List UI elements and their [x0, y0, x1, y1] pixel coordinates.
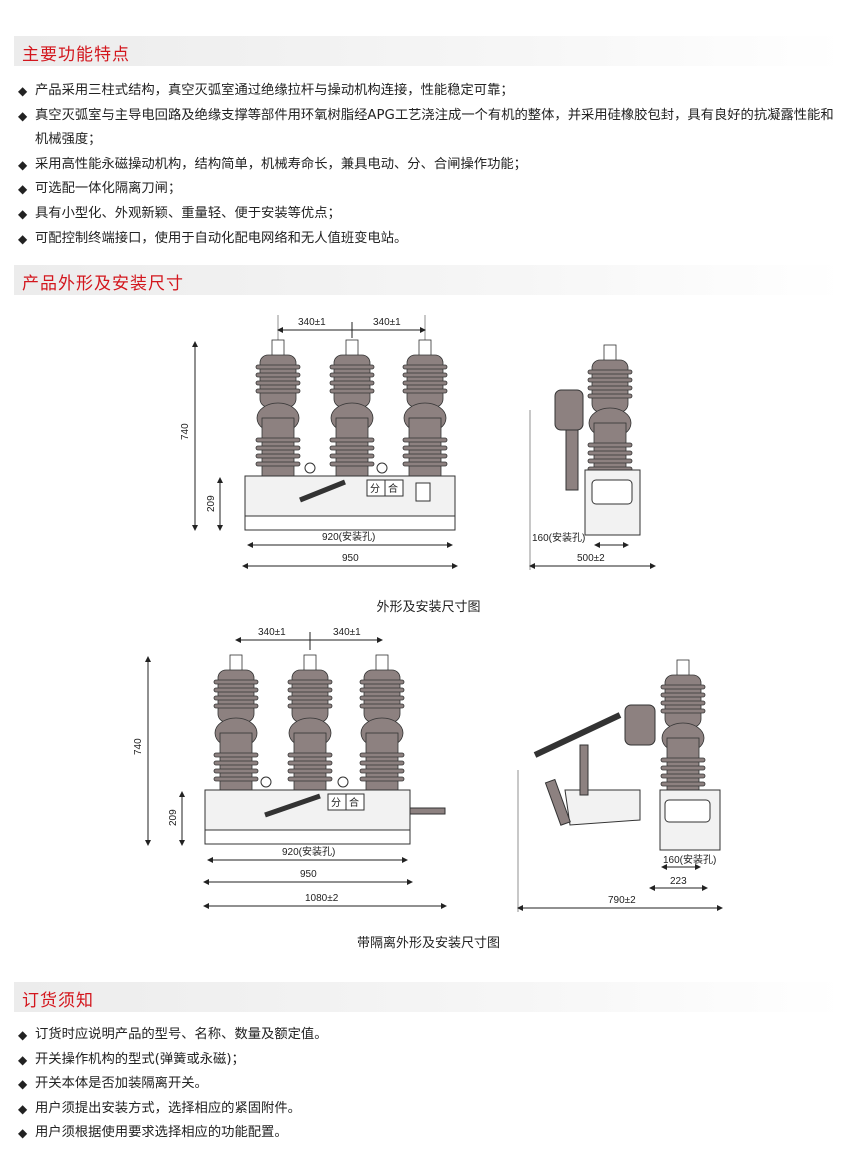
list-item: 产品采用三柱式结构，真空灭弧室通过绝缘拉杆与操动机构连接，性能稳定可靠；	[18, 79, 843, 104]
dim-hole: 920(安装孔)	[322, 530, 375, 543]
features-list: 产品采用三柱式结构，真空灭弧室通过绝缘拉杆与操动机构连接，性能稳定可靠； 真空灭…	[18, 79, 843, 251]
dim-side-hole: 160(安装孔)	[663, 853, 716, 866]
dim-side-width: 790±2	[608, 895, 636, 906]
list-item: 可选配一体化隔离刀闸；	[18, 177, 843, 202]
dim-height: 740	[133, 738, 144, 755]
side-view-2: 160(安装孔) 223 790±2	[517, 659, 723, 912]
open-label: 分	[331, 797, 341, 809]
dim-side-mid: 223	[670, 876, 687, 887]
dim-hole: 920(安装孔)	[282, 845, 335, 858]
ordering-list: 订货时应说明产品的型号、名称、数量及额定值。 开关操作机构的型式(弹簧或永磁)；…	[18, 1023, 843, 1146]
open-label: 分	[370, 483, 380, 495]
close-label: 合	[388, 482, 398, 495]
section-header-dimensions: 产品外形及安装尺寸	[14, 265, 844, 295]
list-item: 用户须根据使用要求选择相应的功能配置。	[18, 1121, 843, 1146]
caption-drawing-2: 带隔离外形及安装尺寸图	[356, 936, 500, 951]
dim-spacing-1: 340±1	[298, 317, 326, 328]
dim-spacing-2: 340±1	[333, 627, 361, 638]
section-title: 产品外形及安装尺寸	[22, 274, 184, 294]
dim-side-width: 500±2	[577, 553, 605, 564]
list-item: 采用高性能永磁操动机构，结构简单，机械寿命长，兼具电动、分、合闸操作功能；	[18, 153, 843, 178]
list-item: 订货时应说明产品的型号、名称、数量及额定值。	[18, 1023, 843, 1048]
dim-side-hole: 160(安装孔)	[532, 531, 585, 544]
list-item: 具有小型化、外观新颖、重量轻、便于安装等优点；	[18, 202, 843, 227]
dim-base-height: 209	[168, 809, 179, 826]
dim-total: 1080±2	[305, 893, 339, 904]
dim-width: 950	[300, 869, 317, 880]
section-title: 订货须知	[22, 991, 94, 1011]
dim-height: 740	[180, 423, 191, 440]
dim-width: 950	[342, 553, 359, 564]
list-item: 真空灭弧室与主导电回路及绝缘支撑等部件用环氧树脂经APG工艺浇注成一个有机的整体…	[18, 104, 843, 153]
list-item: 用户须提出安装方式，选择相应的紧固附件。	[18, 1097, 843, 1122]
front-view-2: 分 合 340±1 340±1 740 209 920(安装孔) 950 108…	[133, 627, 447, 909]
dim-spacing-1: 340±1	[258, 627, 286, 638]
section-header-features: 主要功能特点	[14, 36, 844, 66]
caption-drawing-1: 外形及安装尺寸图	[376, 600, 481, 615]
list-item: 开关本体是否加装隔离开关。	[18, 1072, 843, 1097]
list-item: 开关操作机构的型式(弹簧或永磁)；	[18, 1048, 843, 1073]
section-title: 主要功能特点	[22, 45, 130, 65]
close-label: 合	[349, 796, 359, 809]
list-item: 可配控制终端接口，使用于自动化配电网络和无人值班变电站。	[18, 227, 843, 252]
side-view-1: 160(安装孔) 500±2	[529, 344, 656, 570]
dimension-drawings: 分 合 340±1 340±1 740 209 920(安装孔) 950 160…	[133, 315, 723, 912]
dim-spacing-2: 340±1	[373, 317, 401, 328]
dim-base-height: 209	[206, 495, 217, 512]
front-view-1: 分 合 340±1 340±1 740 209 920(安装孔) 950	[180, 315, 458, 569]
section-header-ordering: 订货须知	[14, 982, 844, 1012]
